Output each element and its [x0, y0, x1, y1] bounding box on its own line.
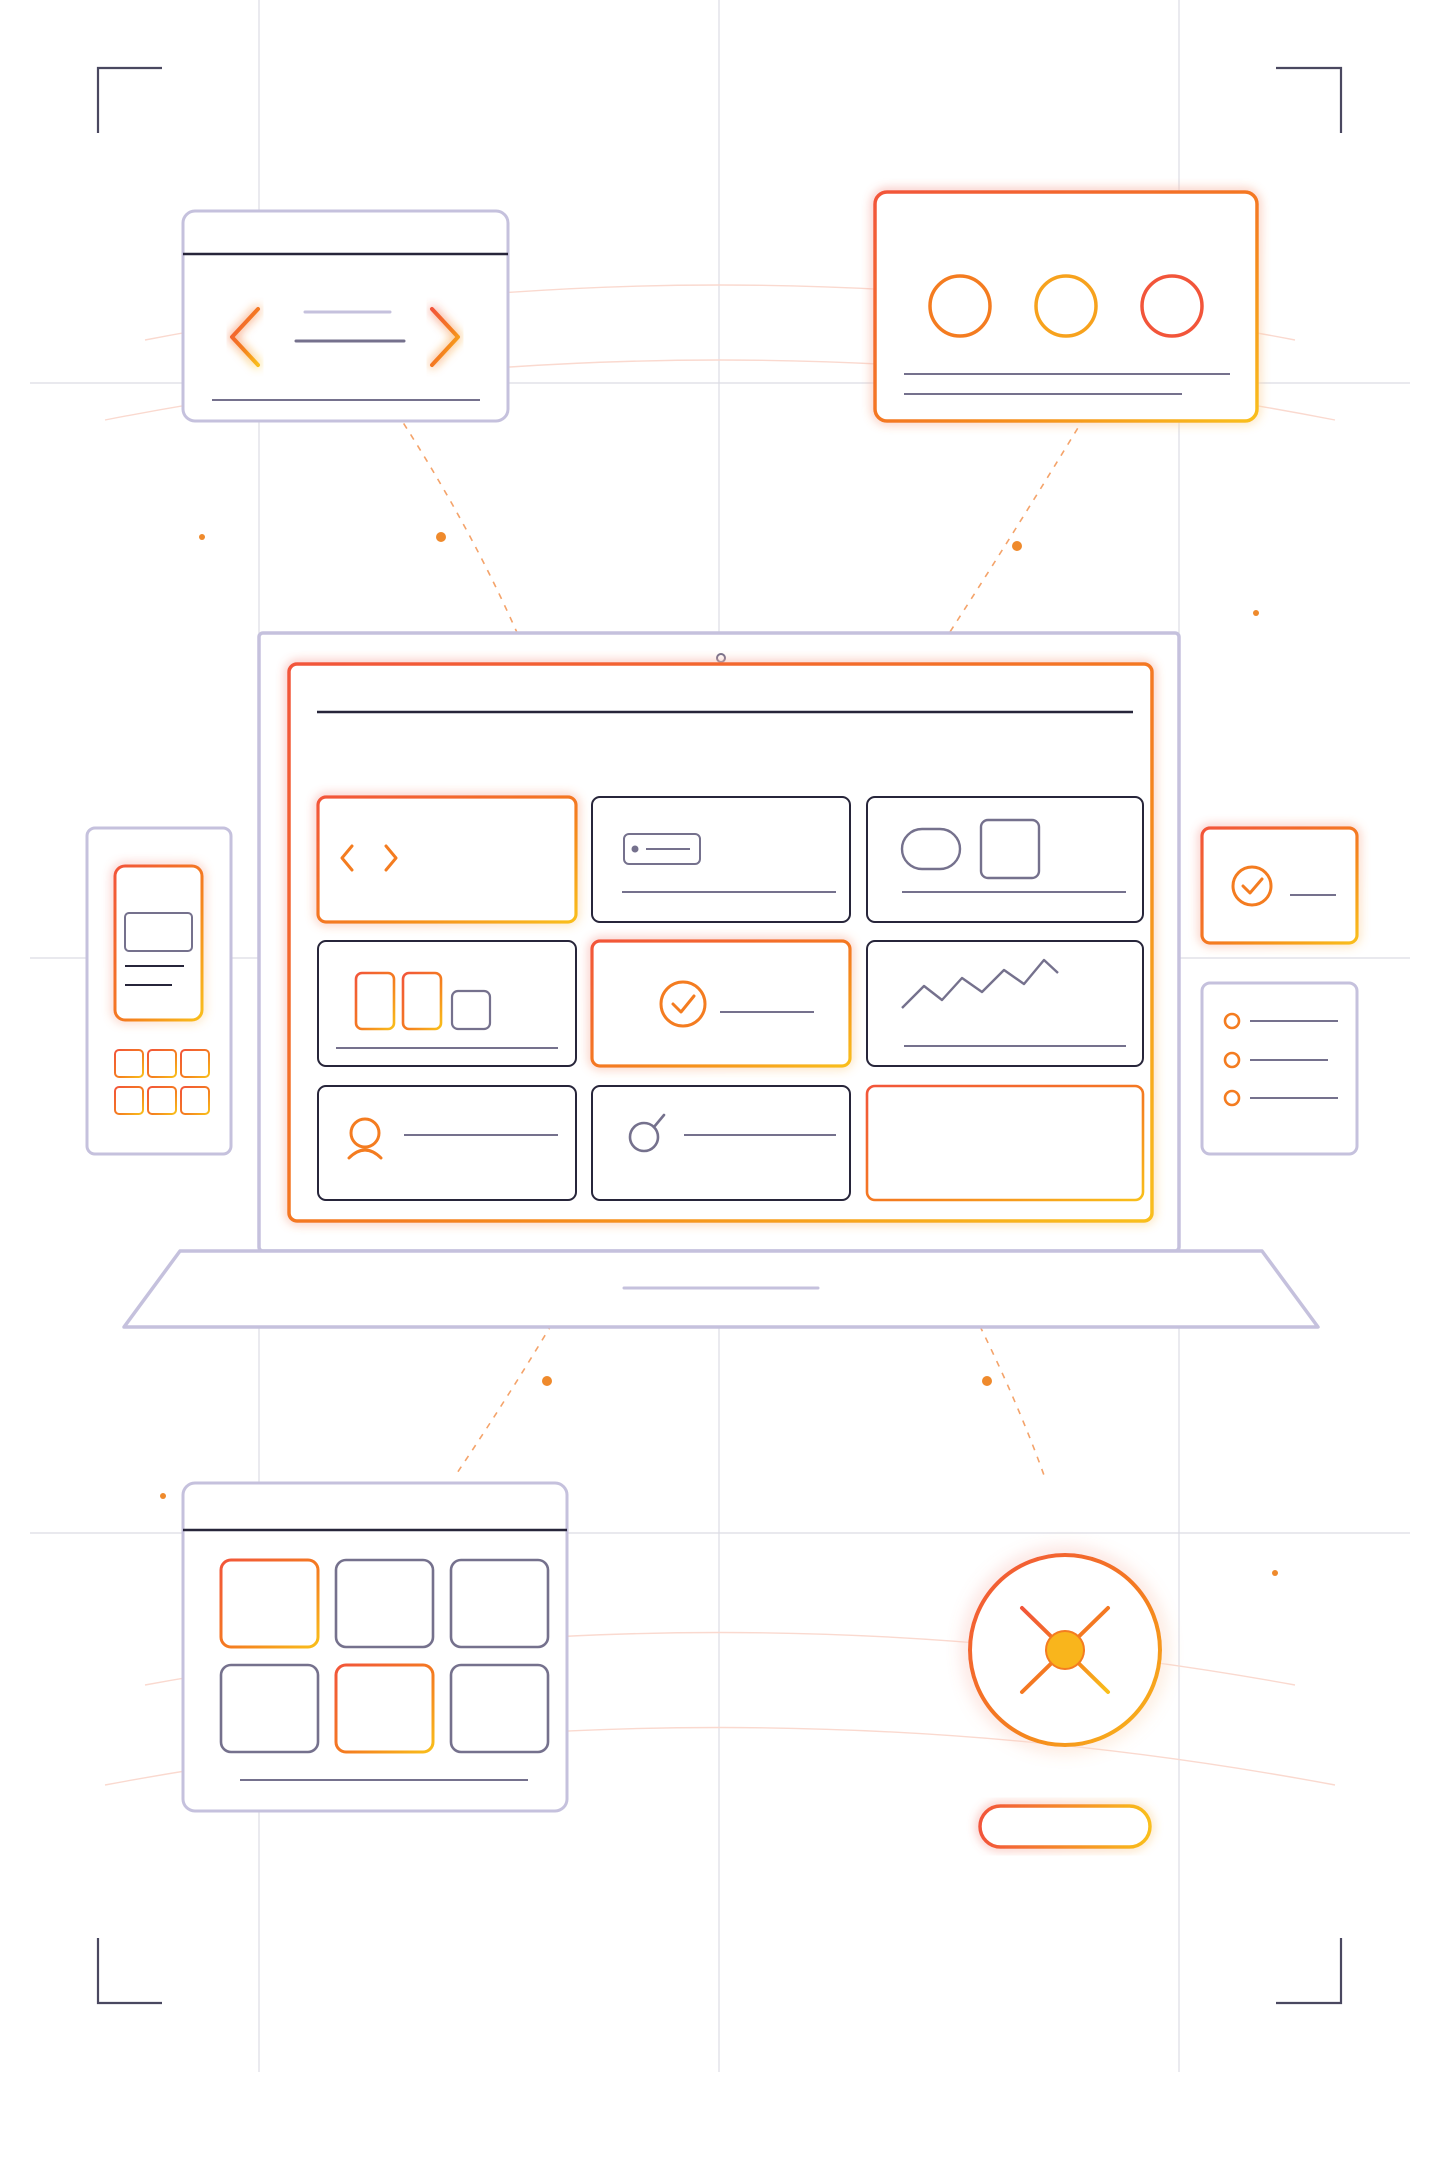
radio-list-card: [1200, 981, 1359, 1156]
tile-code[interactable]: [316, 795, 578, 924]
radio-option-icon[interactable]: [1223, 1051, 1241, 1069]
laptop: [122, 631, 1320, 1329]
corner-crop-marks: [96, 66, 1343, 2005]
grid-tile[interactable]: [334, 1558, 435, 1649]
swatch-red[interactable]: [1140, 274, 1204, 338]
toggle-pill-icon: [900, 827, 962, 871]
chevron-left-icon[interactable]: [230, 307, 260, 367]
grid-tile[interactable]: [334, 1663, 435, 1754]
mobile-screen: [113, 864, 204, 1022]
carousel-card: [181, 209, 510, 423]
swatch-orange[interactable]: [928, 274, 992, 338]
chevron-right-icon[interactable]: [430, 307, 460, 367]
grid-tile[interactable]: [219, 1558, 320, 1649]
tile-user[interactable]: [317, 1085, 577, 1201]
radio-option-icon[interactable]: [1223, 1012, 1241, 1030]
magnifier-icon: [628, 1113, 666, 1153]
checkmark-circle-icon[interactable]: [1231, 865, 1273, 907]
swatch-amber[interactable]: [1034, 274, 1098, 338]
card-shape-icon: [354, 971, 396, 1031]
close-button-illustration: [968, 1553, 1162, 1849]
tile-input[interactable]: [591, 796, 851, 923]
input-field-icon: [623, 833, 701, 865]
mobile-device: [85, 826, 233, 1156]
tile-grid-card: [181, 1481, 569, 1813]
user-profile-icon: [347, 1117, 383, 1160]
radio-option-icon[interactable]: [1223, 1089, 1241, 1107]
tile-shapes[interactable]: [866, 796, 1144, 923]
pill-button[interactable]: [978, 1804, 1152, 1849]
line-chart-icon: [901, 958, 1059, 1009]
checkmark-circle-icon: [659, 980, 707, 1028]
tile-cards[interactable]: [317, 940, 577, 1067]
tile-check[interactable]: [590, 939, 852, 1068]
tile-empty[interactable]: [865, 1084, 1145, 1202]
square-shape-icon: [979, 818, 1041, 880]
tile-chart[interactable]: [866, 940, 1144, 1067]
color-swatch-card: [873, 190, 1259, 423]
grid-tile[interactable]: [449, 1663, 550, 1754]
grid-tile[interactable]: [449, 1558, 550, 1649]
webcam: [716, 653, 726, 663]
card-shape-icon: [401, 971, 443, 1031]
checkbox-card: [1200, 826, 1359, 945]
code-brackets-icon: [340, 844, 398, 872]
card-shape-icon: [450, 989, 492, 1031]
grid-tile[interactable]: [219, 1663, 320, 1754]
tile-search[interactable]: [591, 1085, 851, 1201]
mobile-app-grid: [114, 1049, 210, 1115]
